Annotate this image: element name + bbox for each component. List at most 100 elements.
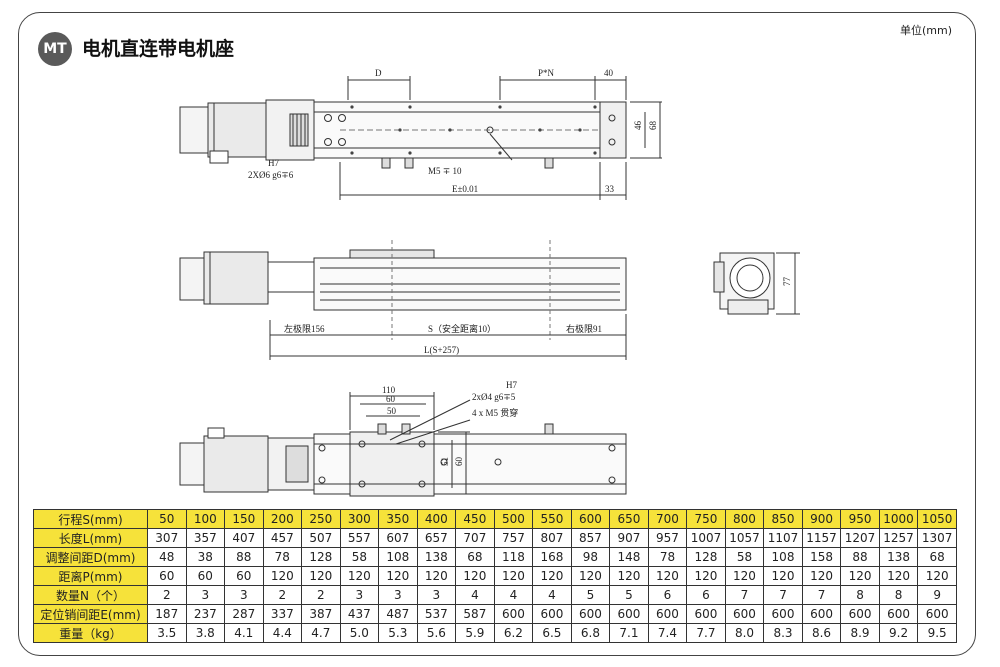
table-cell: 60 — [224, 566, 264, 586]
table-cell: 1050 — [917, 509, 957, 529]
table-cell: 307 — [147, 528, 187, 548]
table-cell: 120 — [763, 566, 803, 586]
table-cell: 108 — [378, 547, 418, 567]
table-cell: 120 — [532, 566, 572, 586]
note-m5-top: M5 ∓ 10 — [428, 166, 462, 176]
dim-60v: 60 — [454, 457, 464, 467]
table-cell: 120 — [609, 566, 649, 586]
table-cell: 200 — [262, 509, 303, 529]
table-cell: 108 — [763, 547, 803, 567]
dim-51: 51 — [440, 457, 450, 466]
left-limit: 左极限156 — [284, 323, 325, 334]
table-cell: 78 — [647, 547, 688, 567]
table-cell: 138 — [878, 547, 919, 567]
table-cell: 3 — [185, 585, 226, 605]
table-cell: 120 — [301, 566, 341, 586]
table-cell: 118 — [493, 547, 534, 567]
table-cell: 407 — [224, 528, 264, 548]
table-cell: 4 — [532, 585, 572, 605]
table-cell: 150 — [224, 509, 264, 529]
page-frame — [18, 12, 976, 656]
table-cell: 100 — [185, 509, 226, 529]
technical-drawing: D P*N 40 46 68 33 E±0.01 H7 2XØ6 g6∓6 M5… — [179, 68, 800, 497]
dim-68: 68 — [648, 121, 658, 131]
unit-label: 单位(mm) — [900, 24, 953, 37]
table-cell: 2 — [147, 585, 187, 605]
table-cell: 128 — [301, 547, 341, 567]
table-cell: 557 — [339, 528, 380, 548]
table-cell: 1057 — [724, 528, 765, 548]
series-badge: MT — [38, 32, 72, 66]
table-cell: 600 — [840, 604, 880, 624]
dim-pn: P*N — [538, 68, 555, 78]
table-cell: 650 — [609, 509, 649, 529]
table-cell: 7.4 — [647, 623, 688, 643]
table-cell: 38 — [185, 547, 226, 567]
table-cell: 187 — [147, 604, 187, 624]
table-cell: 3 — [224, 585, 264, 605]
page-title: 电机直连带电机座 — [82, 38, 235, 60]
table-cell: 3 — [416, 585, 457, 605]
table-cell: 6 — [647, 585, 688, 605]
table-cell: 7 — [763, 585, 803, 605]
table-cell: 120 — [801, 566, 842, 586]
table-cell: 6 — [686, 585, 726, 605]
table-cell: 8.0 — [724, 623, 765, 643]
table-cell: 128 — [686, 547, 726, 567]
top-view — [179, 76, 662, 200]
table-cell: 500 — [493, 509, 534, 529]
dim-110: 110 — [382, 385, 396, 395]
table-cell: 4 — [493, 585, 534, 605]
dim-60: 60 — [386, 394, 396, 404]
table-cell: 9.2 — [878, 623, 919, 643]
table-cell: 5.9 — [455, 623, 495, 643]
table-cell: 120 — [647, 566, 688, 586]
table-cell: 600 — [878, 604, 919, 624]
table-cell: 450 — [455, 509, 495, 529]
table-cell: 138 — [416, 547, 457, 567]
table-cell: 6.8 — [570, 623, 611, 643]
end-view — [713, 252, 800, 315]
table-cell: 3.8 — [185, 623, 226, 643]
table-cell: 4.4 — [262, 623, 303, 643]
table-cell: 120 — [416, 566, 457, 586]
table-cell: 8.9 — [840, 623, 880, 643]
table-cell: 120 — [262, 566, 303, 586]
table-cell: 6.2 — [493, 623, 534, 643]
table-cell: 6.5 — [532, 623, 572, 643]
table-cell: 1307 — [917, 528, 957, 548]
table-cell: 168 — [532, 547, 572, 567]
table-cell: 957 — [647, 528, 688, 548]
table-cell: 707 — [455, 528, 495, 548]
slider-view — [179, 392, 627, 497]
dim-d: D — [375, 68, 382, 78]
table-cell: 120 — [570, 566, 611, 586]
table-cell: 857 — [570, 528, 611, 548]
note-m5-slider: 4 x M5 贯穿 — [472, 407, 518, 418]
table-cell: 1207 — [840, 528, 880, 548]
row-label: 调整间距D(mm) — [33, 547, 148, 567]
table-cell: 350 — [378, 509, 418, 529]
table-cell: 1000 — [878, 509, 919, 529]
table-cell: 2 — [262, 585, 303, 605]
note-h7-top: H7 — [268, 158, 279, 168]
table-cell: 5.3 — [378, 623, 418, 643]
table-cell: 3 — [378, 585, 418, 605]
table-cell: 900 — [801, 509, 842, 529]
table-cell: 1157 — [801, 528, 842, 548]
table-cell: 550 — [532, 509, 572, 529]
table-cell: 1107 — [763, 528, 803, 548]
table-cell: 1257 — [878, 528, 919, 548]
note-pin-top: 2XØ6 g6∓6 — [248, 170, 294, 180]
table-cell: 457 — [262, 528, 303, 548]
table-cell: 120 — [724, 566, 765, 586]
dim-33: 33 — [605, 184, 615, 194]
table-cell: 907 — [609, 528, 649, 548]
table-cell: 120 — [378, 566, 418, 586]
table-cell: 7.7 — [686, 623, 726, 643]
table-cell: 9.5 — [917, 623, 957, 643]
